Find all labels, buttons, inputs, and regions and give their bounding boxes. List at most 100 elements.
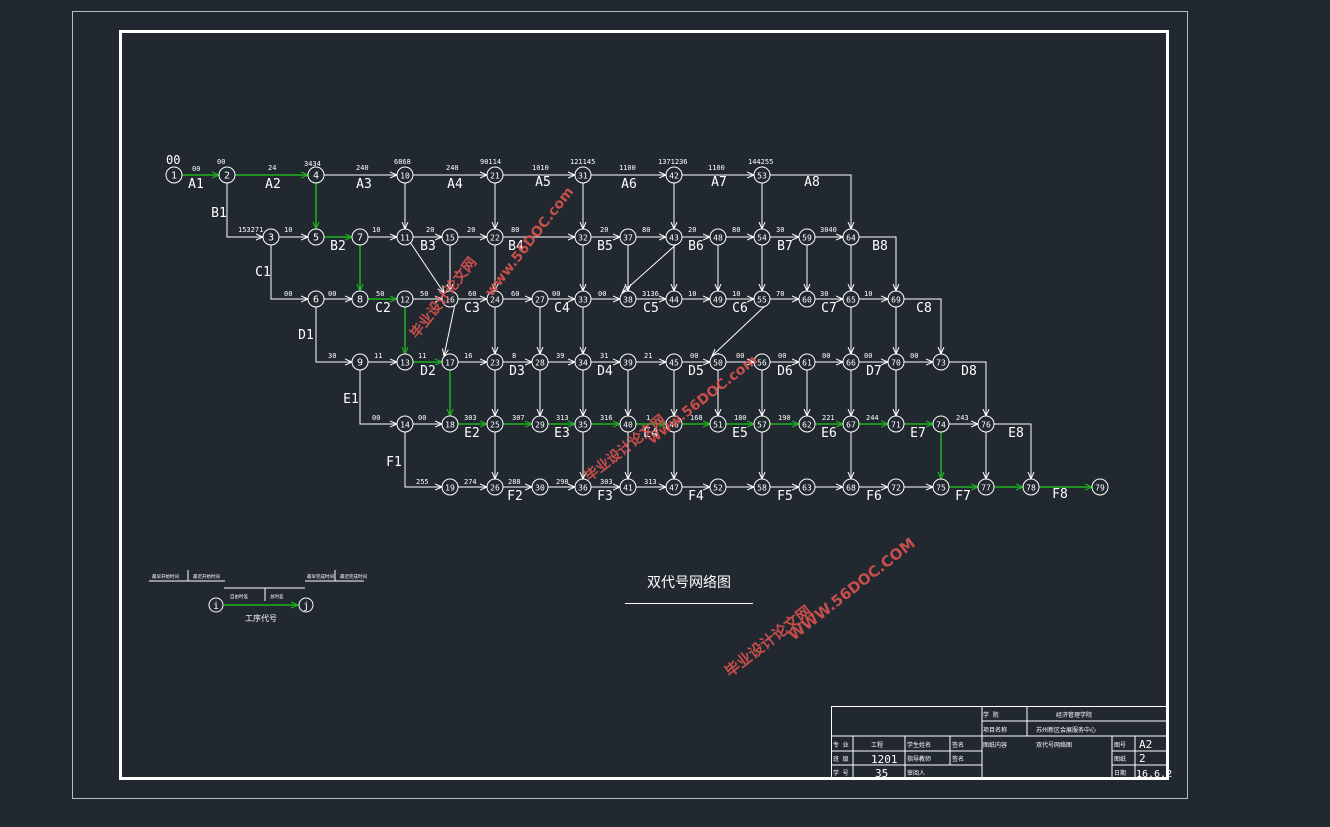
event-node-number: 12 bbox=[400, 296, 410, 305]
activity-label-C3: C3 bbox=[464, 301, 480, 316]
event-node-77: 77 bbox=[977, 478, 995, 496]
event-node-circle bbox=[351, 228, 369, 246]
time-parameter-label: 10 bbox=[864, 290, 872, 298]
event-node-circle bbox=[619, 290, 637, 308]
event-node-8: 8 bbox=[351, 290, 369, 308]
tb-project-value: 苏州新区会展服务中心 bbox=[1036, 726, 1096, 734]
event-node-number: 42 bbox=[669, 172, 679, 181]
time-parameter-label: 303 bbox=[600, 478, 613, 486]
event-node-67: 67 bbox=[842, 415, 860, 433]
event-node-number: 68 bbox=[846, 484, 856, 493]
event-node-number: 57 bbox=[757, 421, 767, 430]
event-node-number: 72 bbox=[891, 484, 901, 493]
legend-node-node_i bbox=[208, 597, 224, 613]
event-node-number: 30 bbox=[535, 484, 545, 493]
activity-label-C5: C5 bbox=[643, 301, 659, 316]
time-parameter-label: 180 bbox=[734, 414, 747, 422]
event-node-45: 45 bbox=[665, 353, 683, 371]
time-parameter-label: 10 bbox=[284, 226, 292, 234]
event-node-number: 13 bbox=[400, 359, 410, 368]
event-node-circle bbox=[709, 415, 727, 433]
event-node-circle bbox=[441, 353, 459, 371]
event-node-circle bbox=[887, 415, 905, 433]
time-parameter-label: 307 bbox=[512, 414, 525, 422]
event-node-17: 17 bbox=[441, 353, 459, 371]
event-node-number: 75 bbox=[936, 484, 946, 493]
time-parameter-label: 20 bbox=[600, 226, 608, 234]
event-node-circle bbox=[574, 415, 592, 433]
event-node-circle bbox=[486, 290, 504, 308]
dummy-arrow-16-17 bbox=[444, 303, 456, 356]
event-node-number: 29 bbox=[535, 421, 545, 430]
activity-label-A5: A5 bbox=[535, 175, 551, 190]
time-parameter-label: 00 bbox=[690, 352, 698, 360]
time-parameter-label: 20 bbox=[426, 226, 434, 234]
event-node-circle bbox=[396, 166, 414, 184]
event-node-number: 2 bbox=[224, 171, 230, 182]
event-node-51: 51 bbox=[709, 415, 727, 433]
time-parameter-label: 303 bbox=[464, 414, 477, 422]
event-node-number: 18 bbox=[445, 421, 455, 430]
activity-label-F4: F4 bbox=[688, 489, 704, 504]
activity-label-F7: F7 bbox=[955, 489, 971, 504]
event-node-54: 54 bbox=[753, 228, 771, 246]
time-parameter-label: 168 bbox=[690, 414, 703, 422]
event-node-number: 67 bbox=[846, 421, 856, 430]
event-node-30: 30 bbox=[531, 478, 549, 496]
tb-sheet-no-value: A2 bbox=[1139, 738, 1152, 751]
event-node-10: 10 bbox=[396, 166, 414, 184]
event-node-6: 6 bbox=[307, 290, 325, 308]
event-node-circle bbox=[574, 478, 592, 496]
tb-project-label: 项目名称 bbox=[983, 726, 1007, 734]
event-node-circle bbox=[665, 166, 683, 184]
event-node-12: 12 bbox=[396, 290, 414, 308]
event-node-circle bbox=[218, 166, 236, 184]
event-node-76: 76 bbox=[977, 415, 995, 433]
event-node-circle bbox=[753, 415, 771, 433]
event-node-52: 52 bbox=[709, 478, 727, 496]
time-parameter-label: 11 bbox=[374, 352, 382, 360]
time-parameter-label: 1100 bbox=[708, 164, 725, 172]
event-node-circle bbox=[396, 415, 414, 433]
event-node-36: 36 bbox=[574, 478, 592, 496]
event-node-number: 26 bbox=[490, 484, 500, 493]
event-node-number: 77 bbox=[981, 484, 991, 493]
time-parameter-label: 00 bbox=[328, 290, 336, 298]
event-node-number: 40 bbox=[623, 421, 633, 430]
event-node-circle bbox=[977, 415, 995, 433]
activity-arrow-14-19 bbox=[404, 432, 442, 487]
event-node-number: 27 bbox=[535, 296, 545, 305]
event-node-3: 3 bbox=[262, 228, 280, 246]
tb-major-label: 专 业 bbox=[833, 741, 849, 749]
event-node-61: 61 bbox=[798, 353, 816, 371]
event-node-13: 13 bbox=[396, 353, 414, 371]
event-node-31: 31 bbox=[574, 166, 592, 184]
event-node-circle bbox=[531, 353, 549, 371]
time-parameter-label: 20 bbox=[467, 226, 475, 234]
legend-field-label: 最早开始时间 bbox=[152, 573, 179, 580]
event-node-66: 66 bbox=[842, 353, 860, 371]
tb-sheet-no-label: 图号 bbox=[1114, 742, 1126, 749]
event-node-number: 41 bbox=[623, 484, 633, 493]
event-node-number: 63 bbox=[802, 484, 812, 493]
event-node-number: 25 bbox=[490, 421, 500, 430]
activity-label-A3: A3 bbox=[356, 177, 372, 192]
time-parameter-label: 11 bbox=[418, 352, 426, 360]
event-node-circle bbox=[396, 228, 414, 246]
event-node-number: 11 bbox=[400, 234, 410, 243]
event-node-number: 3 bbox=[268, 233, 274, 244]
event-node-56: 56 bbox=[753, 353, 771, 371]
event-node-number: 31 bbox=[578, 172, 588, 181]
activity-label-A4: A4 bbox=[447, 177, 463, 192]
activity-arrow-6-9 bbox=[315, 307, 352, 362]
time-parameter-label: 8 bbox=[512, 352, 516, 360]
time-parameter-label: 240 bbox=[356, 164, 369, 172]
time-parameter-label: 30 bbox=[328, 352, 336, 360]
title-block: 学 院 经济管理学院 项目名称 苏州新区会展服务中心 图纸内容 双代号网络图 专… bbox=[831, 706, 1172, 780]
activity-arrow-3-6 bbox=[270, 245, 308, 299]
event-node-34: 34 bbox=[574, 353, 592, 371]
time-parameter-label: 313 bbox=[556, 414, 569, 422]
event-node-71: 71 bbox=[887, 415, 905, 433]
